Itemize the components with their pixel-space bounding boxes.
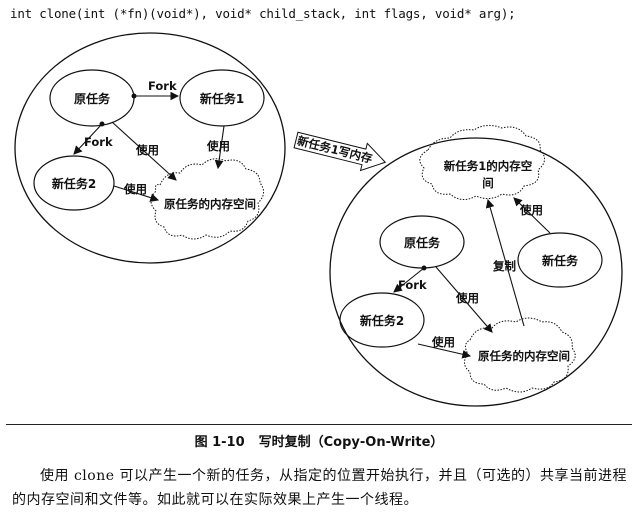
right-memory-label: 原任务的内存空间 <box>478 349 570 363</box>
clone-signature-code: int clone(int (*fn)(void*), void* child_… <box>10 6 516 21</box>
left-original-task-label: 原任务 <box>74 91 111 106</box>
figure-number: 图 1-10 <box>194 435 245 450</box>
right-use-arrow-1 <box>435 266 493 333</box>
left-memory-label: 原任务的内存空间 <box>164 197 256 211</box>
right-use-arrow-3 <box>513 197 551 234</box>
right-new-task-2-label: 新任务2 <box>360 313 404 328</box>
right-process-boundary <box>329 137 623 407</box>
left-use-arrow-2 <box>214 125 225 170</box>
transition-arrow: 新任务1写内存 <box>293 131 387 172</box>
right-new-memory-cloud <box>419 124 545 200</box>
right-copy-label: 复制 <box>492 259 516 273</box>
right-original-task-label: 原任务 <box>404 235 441 250</box>
left-use-label-3: 使用 <box>123 182 147 196</box>
right-new-memory-label-2: 间 <box>482 176 494 190</box>
caption-rule <box>6 424 632 425</box>
right-use-label-3: 使用 <box>519 203 543 217</box>
left-new-task-2-label: 新任务2 <box>52 176 96 191</box>
right-fork-label: Fork <box>398 278 427 292</box>
left-fork-arrow-2 <box>73 123 103 155</box>
figure-caption: 图 1-10 写时复制（Copy-On-Write） <box>0 431 638 450</box>
right-copy-arrow <box>485 198 525 327</box>
left-use-label-1: 使用 <box>135 143 159 157</box>
left-new-task-1-label: 新任务1 <box>200 91 244 106</box>
transition-label: 新任务1写内存 <box>296 134 375 166</box>
right-use-label-2: 使用 <box>431 335 455 349</box>
right-use-label-1: 使用 <box>455 291 479 305</box>
left-fork-label-2: Fork <box>84 135 113 149</box>
body-paragraph: 使用 clone 可以产生一个新的任务，从指定的位置开始执行，并且（可选的）共享… <box>12 468 627 508</box>
left-process-boundary <box>14 32 286 264</box>
left-use-arrow-3 <box>113 185 160 202</box>
left-new-task-1-node <box>179 69 265 127</box>
left-new-task-2-node <box>33 155 115 211</box>
left-use-arrow-1 <box>111 121 177 181</box>
left-use-label-2: 使用 <box>206 139 230 153</box>
right-new-memory-label-1: 新任务1的内存空 <box>444 159 533 173</box>
right-new-task-2-node <box>339 292 425 348</box>
right-new-task-node <box>517 232 603 288</box>
right-new-task-label: 新任务 <box>542 253 579 268</box>
left-fork-label-1: Fork <box>148 79 177 93</box>
copy-on-write-figure: 原任务 新任务1 新任务2 原任务的内存空间 Fork Fork 使用 使用 使… <box>14 32 623 407</box>
right-use-arrow-2 <box>417 343 472 359</box>
figure-title: 写时复制（Copy-On-Write） <box>258 435 444 450</box>
left-memory-cloud <box>150 158 264 240</box>
right-fork-arrow <box>393 267 425 293</box>
